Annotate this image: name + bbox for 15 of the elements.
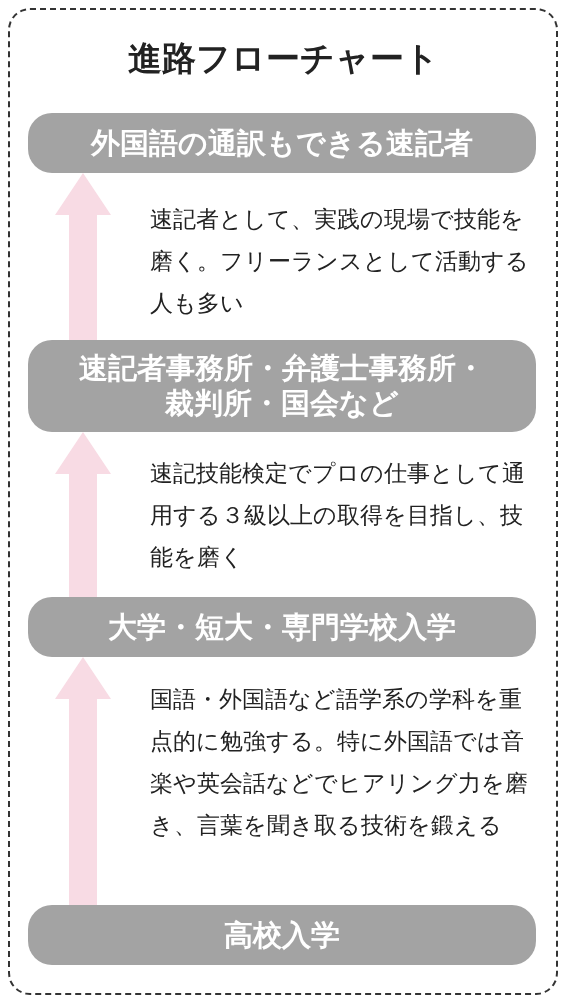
stage-pill (28, 905, 536, 965)
edge-label: 速記者として、実践の現場で技能を磨く。フリーランスとして活動する人も多い (150, 205, 530, 318)
stage-text: 大学・短大・専門学校入学 (108, 609, 456, 645)
arrow (55, 657, 111, 905)
edge-label: 速記技能検定でプロの仕事として通用する３級以上の取得を目指し、技能を磨く (150, 459, 526, 572)
stage-text: 外国語の通訳もできる速記者 (91, 125, 473, 161)
stage-pill (28, 597, 536, 657)
arrow (55, 173, 111, 340)
stage-pill (28, 113, 536, 173)
title: 進路フローチャート (126, 37, 440, 80)
stage-text: 速記者事務所・弁護士事務所・裁判所・国会など (78, 351, 486, 421)
stage-text: 高校入学 (224, 917, 340, 953)
edge-label: 国語・外国語など語学系の学科を重点的に勉強する。特に外国語では音楽や英会話などでヒアリング力を磨き、言葉を聞き取る技術を鍛える (150, 685, 529, 840)
arrow (55, 432, 111, 597)
stage-pill (28, 340, 536, 432)
